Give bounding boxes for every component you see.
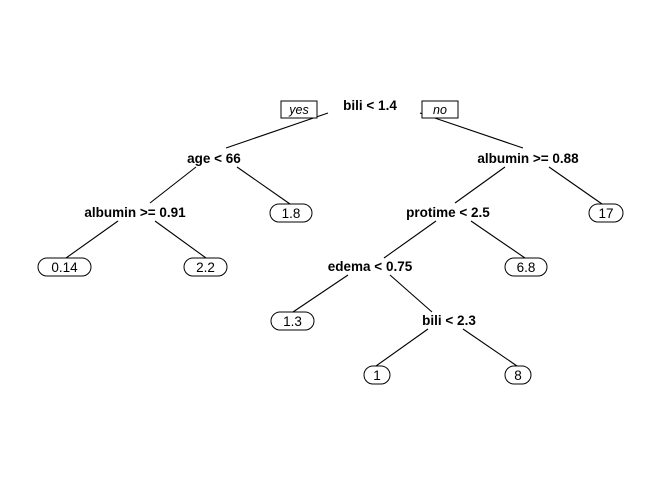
edge-n2-n4 (149, 166, 197, 204)
leaf-box (504, 257, 548, 277)
leaf-value: 17 (598, 206, 613, 221)
leaf-value: 6.8 (517, 260, 536, 275)
branch-yes: yes (280, 100, 318, 119)
edge-n4-l8 (65, 220, 119, 259)
leaf-value: 0.14 (51, 260, 78, 275)
leaf-box (269, 203, 313, 223)
leaf-node: 2.2 (183, 257, 228, 277)
leaf-value: 1.8 (282, 206, 301, 221)
leaf-box (37, 257, 92, 277)
edge-n12-l24 (292, 274, 349, 313)
leaf-node: 0.14 (37, 257, 92, 277)
split-edema: edema < 0.75 (328, 259, 413, 274)
leaf-value: 8 (514, 368, 522, 383)
edge-n4-l9 (154, 220, 207, 259)
split-nodes: bili < 1.4 age < 66 albumin >= 0.88 albu… (84, 98, 579, 328)
split-age: age < 66 (187, 151, 241, 166)
leaf-value: 2.2 (196, 260, 215, 275)
edge-n3-l7 (548, 166, 603, 205)
leaf-value: 1.3 (283, 314, 302, 329)
tree-edges (65, 112, 603, 367)
split-protime: protime < 2.5 (406, 205, 490, 220)
edge-n3-n6 (454, 166, 506, 204)
split-root: bili < 1.4 (343, 98, 397, 113)
edge-n6-n12 (383, 220, 437, 259)
split-albumin-right: albumin >= 0.88 (477, 151, 579, 166)
edge-n6-l13 (470, 220, 526, 259)
leaf-node: 1 (363, 365, 391, 385)
leaf-node: 6.8 (504, 257, 548, 277)
branch-no: no (421, 100, 459, 119)
split-albumin-left: albumin >= 0.91 (84, 205, 186, 220)
leaf-value: 1 (373, 368, 381, 383)
leaf-box (504, 365, 532, 385)
leaf-nodes: 0.14 2.2 1.8 1.3 1 8 6.8 17 (37, 203, 624, 385)
edge-root-n2 (225, 112, 329, 149)
branch-yes-label: yes (288, 103, 308, 117)
branch-no-label: no (433, 103, 447, 117)
branch-no-box (421, 100, 459, 119)
leaf-node: 8 (504, 365, 532, 385)
leaf-box (183, 257, 228, 277)
edge-root-n3 (419, 112, 524, 149)
leaf-box (588, 203, 624, 223)
leaf-node: 1.8 (269, 203, 313, 223)
split-bili-lower: bili < 2.3 (422, 313, 476, 328)
edge-n25-l51 (462, 328, 518, 367)
leaf-box (363, 365, 391, 385)
edge-n25-l50 (375, 328, 429, 367)
edge-n2-l5 (236, 166, 291, 205)
leaf-node: 1.3 (270, 311, 315, 331)
branch-yes-box (280, 100, 318, 119)
leaf-node: 17 (588, 203, 624, 223)
leaf-box (270, 311, 315, 331)
edge-n12-n25 (389, 274, 433, 313)
